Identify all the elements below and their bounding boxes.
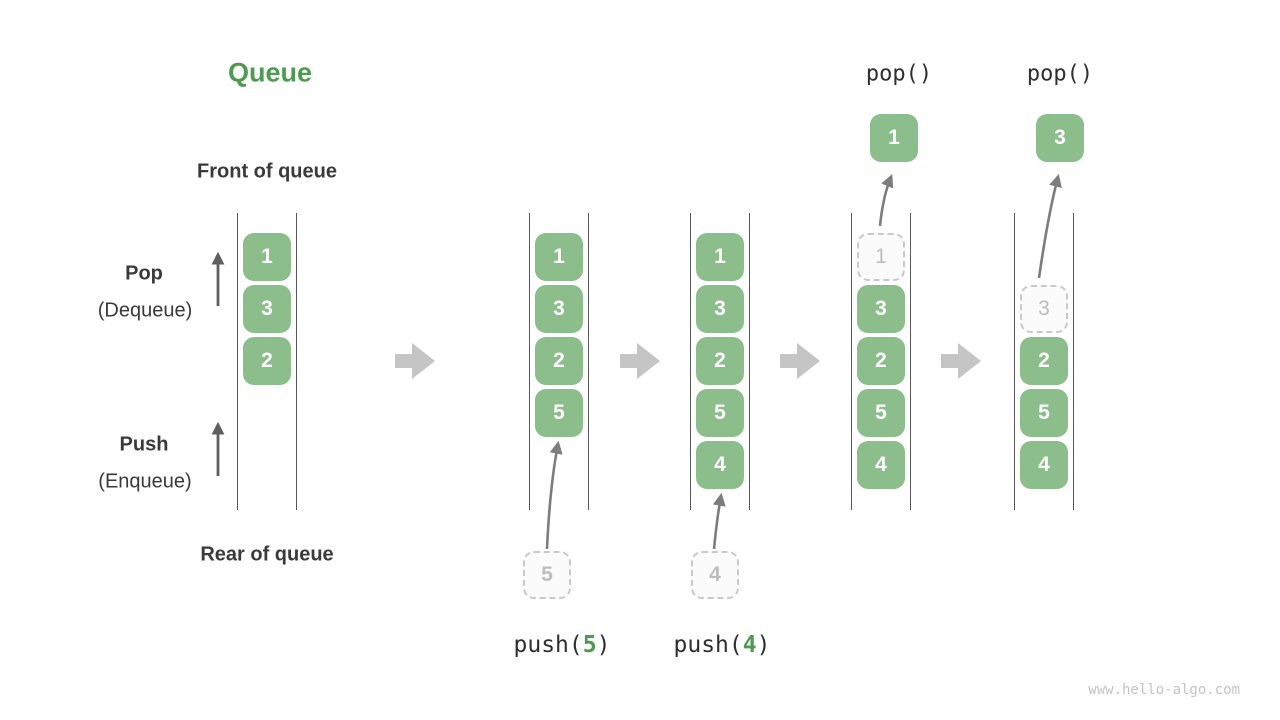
push-fn-text: push( bbox=[513, 632, 583, 658]
queue-element: 3 bbox=[535, 285, 583, 333]
queue-element: 2 bbox=[535, 337, 583, 385]
popped-value-box-1: 1 bbox=[870, 114, 918, 162]
pop-call-label-1: pop() bbox=[865, 61, 933, 87]
queue-element: 2 bbox=[243, 337, 291, 385]
right-block-arrow-icon bbox=[620, 343, 660, 379]
rear-of-queue-label: Rear of queue bbox=[200, 543, 334, 566]
right-block-arrow-icon bbox=[780, 343, 820, 379]
queue-column-1: 1 3 2 bbox=[237, 213, 297, 510]
front-of-queue-label: Front of queue bbox=[197, 160, 337, 183]
queue-element: 1 bbox=[243, 233, 291, 281]
push-close-text: ) bbox=[596, 632, 611, 658]
queue-element: 4 bbox=[696, 441, 744, 489]
right-block-arrow-icon bbox=[941, 343, 981, 379]
enqueue-label: (Enqueue) bbox=[98, 470, 192, 493]
pop-call-label-2: pop() bbox=[1026, 61, 1094, 87]
push-call-label-1: push(5) bbox=[514, 632, 611, 658]
queue-column-2: 1 3 2 5 bbox=[529, 213, 589, 510]
diagram-title: Queue bbox=[227, 57, 313, 88]
watermark: www.hello-algo.com bbox=[1088, 682, 1240, 698]
queue-element: 2 bbox=[1020, 337, 1068, 385]
queue-element: 3 bbox=[696, 285, 744, 333]
queue-column-3: 1 3 2 5 4 bbox=[690, 213, 750, 510]
queue-column-5: 3 2 5 4 bbox=[1014, 213, 1074, 510]
queue-element: 4 bbox=[857, 441, 905, 489]
ghost-element: 3 bbox=[1020, 285, 1068, 333]
right-block-arrow-icon bbox=[395, 343, 435, 379]
popped-value-box-2: 3 bbox=[1036, 114, 1084, 162]
push-fn-text: push( bbox=[673, 632, 743, 658]
ghost-element: 1 bbox=[857, 233, 905, 281]
push-close-text: ) bbox=[756, 632, 771, 658]
queue-element: 2 bbox=[696, 337, 744, 385]
incoming-value-box-5: 5 bbox=[523, 551, 571, 599]
queue-element: 5 bbox=[857, 389, 905, 437]
queue-element: 1 bbox=[696, 233, 744, 281]
queue-element: 5 bbox=[696, 389, 744, 437]
queue-element: 1 bbox=[535, 233, 583, 281]
push-arg-text: 4 bbox=[742, 632, 757, 658]
push-label: Push bbox=[119, 433, 169, 456]
queue-element: 3 bbox=[243, 285, 291, 333]
push-arg-text: 5 bbox=[582, 632, 597, 658]
queue-element: 5 bbox=[1020, 389, 1068, 437]
queue-column-4: 1 3 2 5 4 bbox=[851, 213, 911, 510]
incoming-value-box-4: 4 bbox=[691, 551, 739, 599]
queue-element: 3 bbox=[857, 285, 905, 333]
queue-element: 2 bbox=[857, 337, 905, 385]
pop-label: Pop bbox=[125, 262, 163, 285]
queue-element: 5 bbox=[535, 389, 583, 437]
queue-element: 4 bbox=[1020, 441, 1068, 489]
dequeue-label: (Dequeue) bbox=[97, 299, 193, 322]
push-call-label-2: push(4) bbox=[674, 632, 771, 658]
